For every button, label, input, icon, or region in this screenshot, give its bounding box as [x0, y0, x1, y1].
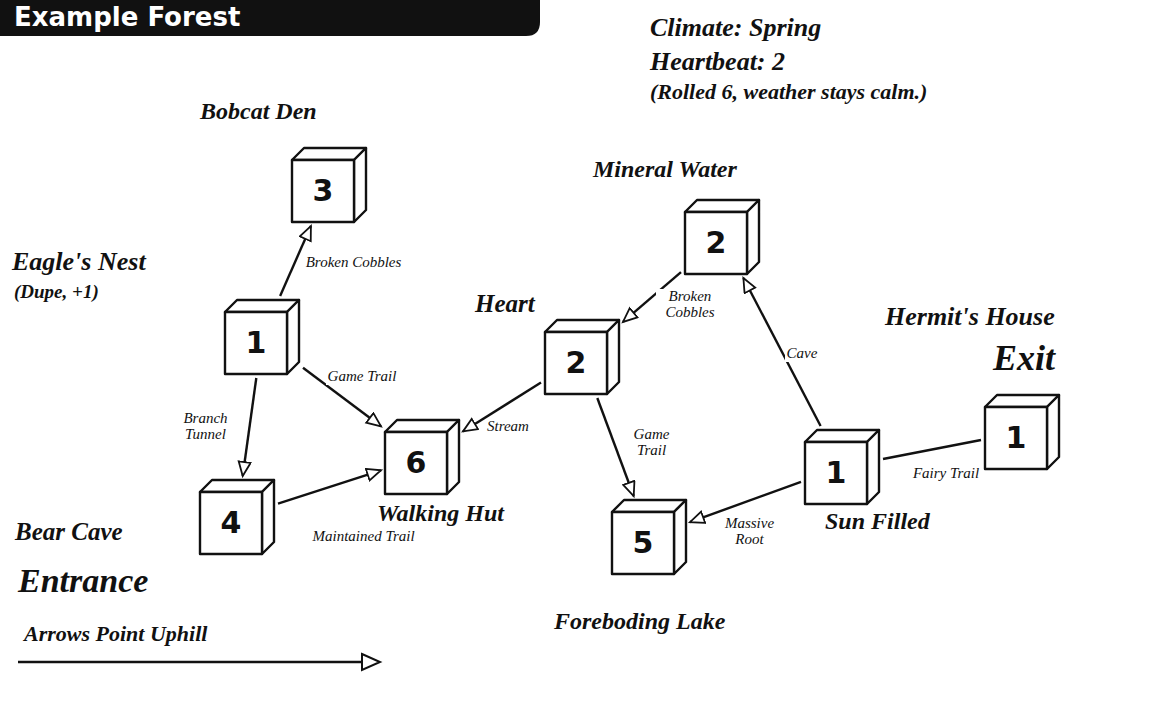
place-name: Bear Cave: [15, 518, 123, 546]
die-number: 6: [385, 432, 447, 494]
trail-label: Stream: [485, 419, 531, 435]
trail-label: Broken Cobbles: [304, 255, 404, 271]
die-node: Mineral Water2: [685, 200, 759, 274]
die-number: 2: [685, 212, 747, 274]
die-face: [867, 430, 879, 504]
die-face: [354, 148, 366, 222]
note-text: Climate: Spring: [650, 14, 821, 43]
note-text: Heartbeat: 2: [650, 48, 785, 77]
die-face: [747, 200, 759, 274]
trail-label: Branch Tunnel: [175, 411, 237, 443]
die-number: 3: [292, 160, 354, 222]
place-name: Mineral Water: [593, 156, 737, 182]
trail-label: Cave: [785, 346, 820, 362]
die-face: [447, 420, 459, 494]
uphill-arrow-head: [362, 654, 380, 670]
die-face: [685, 212, 747, 274]
place-name: Hermit's House: [885, 303, 1055, 332]
note-text: Arrows Point Uphill: [24, 622, 207, 646]
trail-connector: [883, 440, 981, 459]
die-face: [385, 432, 447, 494]
die-node: Eagle's Nest(Dupe, +1)1: [225, 300, 299, 374]
title-bar: [0, 0, 540, 36]
place-name: Exit: [993, 339, 1055, 379]
trail-label: Massive Root: [716, 516, 784, 548]
die-node: Sun Filled1: [805, 430, 879, 504]
uphill-arrow-line: [18, 661, 362, 664]
die-face: [262, 480, 274, 554]
place-name: Entrance: [18, 562, 148, 599]
die-number: 1: [805, 442, 867, 504]
die-node: Foreboding Lake5: [612, 500, 686, 574]
die-face: [287, 300, 299, 374]
trail-label: Broken Cobbles: [656, 289, 724, 321]
die-face: [292, 160, 354, 222]
die-number: 1: [225, 312, 287, 374]
die-node: Walking Hut6: [385, 420, 459, 494]
die-node: Bear CaveEntrance4: [200, 480, 274, 554]
trail-connector: [743, 278, 820, 426]
place-name: Eagle's Nest: [12, 248, 146, 277]
die-face: [612, 512, 674, 574]
die-face: [200, 492, 262, 554]
die-number: 1: [985, 407, 1047, 469]
place-name: Foreboding Lake: [554, 608, 725, 634]
die-face: [674, 500, 686, 574]
place-name: (Dupe, +1): [14, 282, 99, 303]
die-face: [545, 332, 607, 394]
die-number: 5: [612, 512, 674, 574]
place-name: Heart: [475, 290, 535, 318]
die-node: Hermit's HouseExit1: [985, 395, 1059, 469]
die-face: [805, 442, 867, 504]
die-face: [1047, 395, 1059, 469]
trail-label: Game Trail: [326, 369, 399, 385]
trail-label: Fairy Trail: [911, 466, 981, 482]
trail-label: Game Trail: [627, 427, 677, 459]
die-number: 2: [545, 332, 607, 394]
die-node: Heart2: [545, 320, 619, 394]
die-face: [225, 312, 287, 374]
trail-connector: [243, 378, 257, 476]
note-text: (Rolled 6, weather stays calm.): [650, 80, 927, 104]
trail-label: Maintained Trail: [311, 529, 417, 545]
place-name: Bobcat Den: [200, 98, 317, 124]
title-text: Example Forest: [14, 2, 240, 32]
die-node: Bobcat Den3: [292, 148, 366, 222]
trail-connector: [278, 470, 381, 503]
die-face: [607, 320, 619, 394]
die-number: 4: [200, 492, 262, 554]
place-name: Sun Filled: [825, 508, 930, 534]
place-name: Walking Hut: [377, 500, 504, 526]
die-face: [985, 407, 1047, 469]
